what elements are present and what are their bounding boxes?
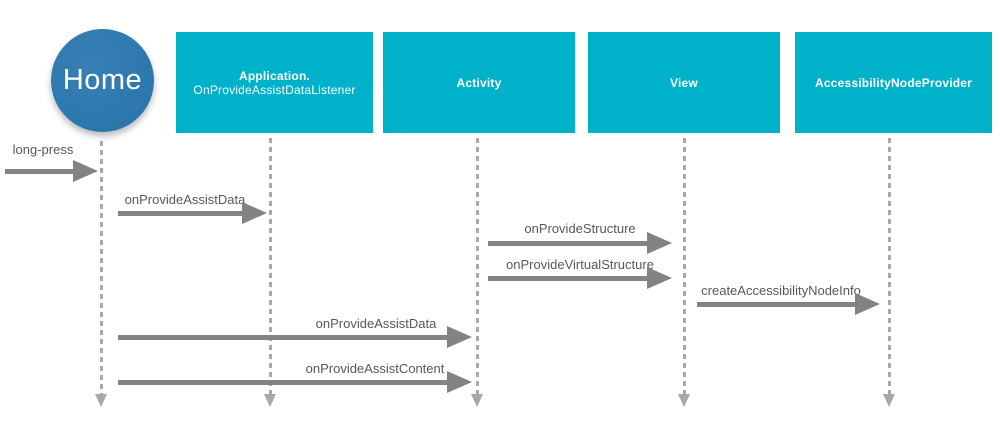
message-label: onProvideAssistData (315, 316, 437, 331)
lifeline-end-arrow-icon (471, 394, 483, 407)
actor-application-label-bold: Application. (238, 68, 311, 83)
message-label: onProvideAssistContent (305, 361, 445, 376)
actor-home: Home (51, 29, 154, 132)
arrow-shaft (697, 302, 857, 307)
arrow-shaft (5, 169, 75, 174)
actor-application: Application. OnProvideAssistDataListener (176, 32, 373, 133)
lifeline-application (269, 138, 272, 394)
arrow-head-icon (447, 326, 472, 348)
lifeline-home (100, 141, 103, 394)
arrow-head-icon (447, 371, 472, 393)
actor-accessibility-node-provider-label: AccessibilityNodeProvider (814, 75, 973, 90)
message-label: onProvideStructure (524, 221, 636, 236)
arrow-head-icon (647, 232, 672, 254)
arrow-head-icon (647, 267, 672, 289)
actor-activity: Activity (383, 32, 575, 133)
arrow-shaft (118, 380, 449, 385)
message-label: createAccessibilityNodeInfo (701, 283, 861, 298)
lifeline-activity (476, 138, 479, 394)
actor-application-label: OnProvideAssistDataListener (193, 82, 356, 97)
arrow-shaft (118, 211, 244, 216)
arrow-head-icon (855, 293, 880, 315)
arrow-head-icon (73, 160, 98, 182)
lifeline-end-arrow-icon (883, 394, 895, 407)
lifeline-end-arrow-icon (678, 394, 690, 407)
arrow-shaft (488, 241, 649, 246)
actor-activity-label: Activity (456, 75, 502, 90)
actor-accessibility-node-provider: AccessibilityNodeProvider (795, 32, 992, 133)
actor-view: View (588, 32, 780, 133)
arrow-shaft (488, 276, 649, 281)
lifeline-view (683, 138, 686, 394)
lifeline-end-arrow-icon (264, 394, 276, 407)
actor-view-label: View (670, 75, 698, 90)
lifeline-accessibility-node-provider (888, 138, 891, 394)
arrow-shaft (118, 335, 449, 340)
message-label: onProvideAssistData (124, 192, 246, 207)
message-label: long-press (12, 142, 74, 157)
actor-home-label: Home (62, 64, 143, 96)
lifeline-end-arrow-icon (95, 394, 107, 407)
message-label: onProvideVirtualStructure (506, 257, 654, 272)
arrow-head-icon (242, 202, 267, 224)
